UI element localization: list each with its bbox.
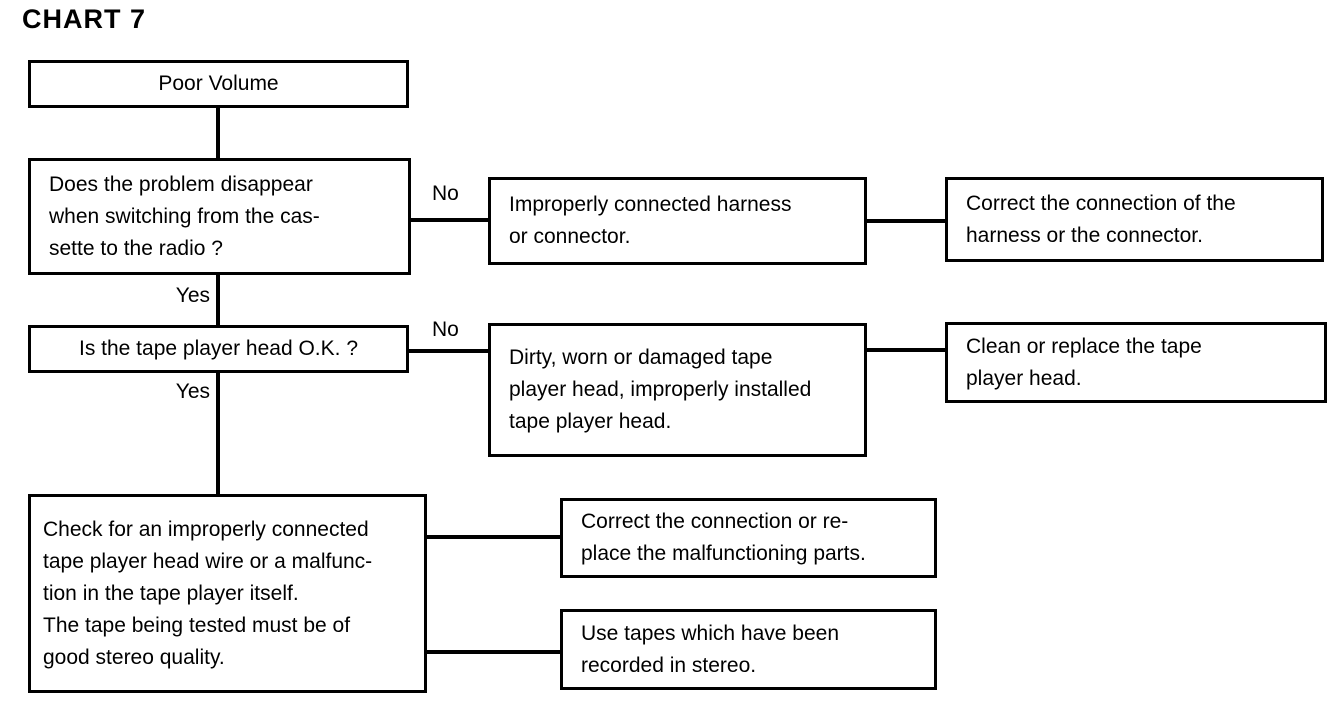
connector-q1-yes-to-q2	[216, 275, 220, 325]
flow-node-question-tape-head: Is the tape player head O.K. ?	[28, 325, 409, 373]
page-title: CHART 7	[22, 4, 147, 34]
flow-node-fix-connection-parts: Correct the connection or re- place the …	[560, 498, 937, 578]
flow-node-cause-harness: Improperly connected harness or connecto…	[488, 177, 867, 265]
connector-cause1-to-fix1	[867, 219, 945, 223]
flow-node-question-cassette-radio: Does the problem disappear when switchin…	[28, 158, 411, 275]
edge-label-no-2: No	[432, 318, 459, 341]
connector-check-to-fix4	[427, 650, 560, 654]
connector-q2-no-to-cause2	[409, 349, 488, 353]
connector-check-to-fix3	[427, 535, 560, 539]
flow-node-check-head-wire: Check for an improperly connected tape p…	[28, 494, 427, 693]
flow-node-use-stereo-tapes: Use tapes which have been recorded in st…	[560, 609, 937, 690]
flow-node-cause-tape-head: Dirty, worn or damaged tape player head,…	[488, 323, 867, 457]
connector-q2-yes-to-check	[216, 373, 220, 494]
edge-label-yes-1: Yes	[175, 284, 210, 307]
connector-start-to-q1	[216, 108, 220, 158]
flow-node-fix-tape-head: Clean or replace the tape player head.	[945, 322, 1327, 403]
edge-label-yes-2: Yes	[175, 380, 210, 403]
connector-cause2-to-fix2	[867, 348, 945, 352]
flow-node-fix-harness: Correct the connection of the harness or…	[945, 177, 1324, 262]
flow-node-poor-volume: Poor Volume	[28, 60, 409, 108]
edge-label-no-1: No	[432, 182, 459, 205]
connector-q1-no-to-cause1	[411, 218, 488, 222]
